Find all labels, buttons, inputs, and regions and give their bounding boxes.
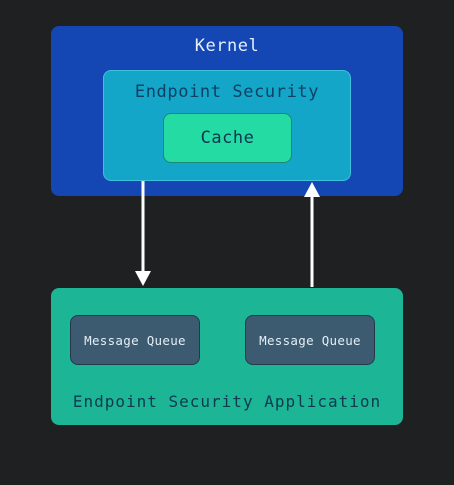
endpoint-security-application-label: Endpoint Security Application bbox=[72, 392, 382, 411]
message-queue-label: Message Queue bbox=[259, 332, 361, 348]
message-queue-right: Message Queue bbox=[245, 315, 375, 365]
endpoint-security-label: Endpoint Security bbox=[134, 82, 320, 102]
arrow-up-app-to-kernel bbox=[304, 182, 320, 287]
cache-label: Cache bbox=[200, 128, 255, 148]
message-queue-left: Message Queue bbox=[70, 315, 200, 365]
arrow-down-kernel-to-app bbox=[135, 181, 151, 286]
message-queue-label: Message Queue bbox=[84, 332, 186, 348]
kernel-label: Kernel bbox=[194, 36, 260, 56]
cache-box: Cache bbox=[163, 113, 292, 163]
